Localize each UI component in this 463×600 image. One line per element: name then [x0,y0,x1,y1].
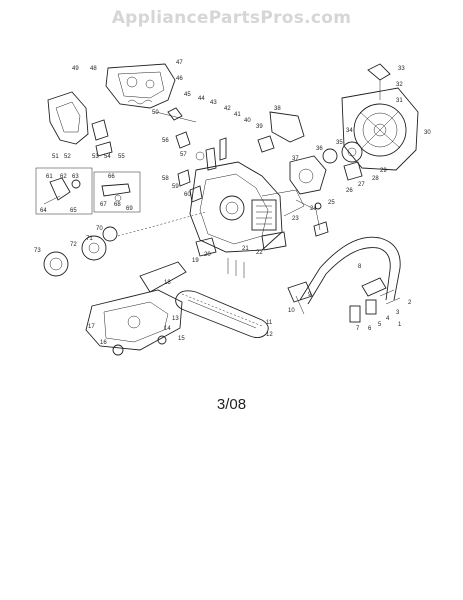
label-part-48: 48 [90,66,97,72]
label-part-53: 53 [92,154,99,160]
av-mount-parts [349,277,401,323]
label-part-59: 59 [172,184,179,190]
revision-date: 3/08 [216,396,247,413]
label-part-35: 35 [336,140,343,146]
label-part-49: 49 [72,66,79,72]
label-part-16: 16 [100,340,107,346]
label-part-23: 23 [292,216,299,222]
label-part-11: 11 [266,320,273,326]
label-part-33: 33 [398,66,405,72]
label-part-65: 65 [70,208,77,214]
fuel-parts [295,199,329,237]
front-handle [287,236,401,315]
label-part-1: 1 [398,322,402,328]
handle-cover-assembly [105,63,176,109]
label-part-26: 26 [346,188,353,194]
label-part-21: 21 [242,246,249,252]
label-part-14: 14 [164,326,171,332]
label-part-30: 30 [424,130,431,136]
label-part-71: 71 [86,236,93,242]
label-part-45: 45 [184,92,191,98]
label-part-70: 70 [96,226,103,232]
label-part-36: 36 [316,146,323,152]
cylinder-parts [257,111,327,195]
label-part-34: 34 [346,128,353,134]
label-part-13: 13 [172,316,179,322]
label-part-52: 52 [64,154,71,160]
guide-bar [175,290,269,339]
label-part-37: 37 [292,156,299,162]
label-part-32: 32 [396,82,403,88]
label-part-7: 7 [356,326,360,332]
label-part-41: 41 [234,112,241,118]
engine-block [189,137,305,253]
label-part-43: 43 [210,100,217,106]
mounting-plate [195,231,287,278]
label-part-60: 60 [184,192,191,198]
rear-handle [47,91,113,157]
label-part-73: 73 [34,248,41,254]
label-part-29: 29 [380,168,387,174]
label-part-24: 24 [310,206,317,212]
label-part-3: 3 [396,310,400,316]
label-part-51: 51 [52,154,59,160]
part-labels: 1 2 3 4 5 6 7 8 9 10 11 12 13 14 15 16 1… [34,60,431,346]
label-part-27: 27 [358,182,365,188]
label-part-61: 61 [46,174,53,180]
label-part-62: 62 [60,174,67,180]
label-part-5: 5 [378,322,382,328]
label-part-31: 31 [396,98,403,104]
label-part-42: 42 [224,106,231,112]
label-part-20: 20 [204,252,211,258]
label-part-64: 64 [40,208,47,214]
label-part-40: 40 [244,118,251,124]
label-part-66: 66 [108,174,115,180]
label-part-38: 38 [274,106,281,112]
label-part-12: 12 [266,332,273,338]
clutch-assembly [43,211,207,277]
spring-parts [127,99,197,123]
label-part-9: 9 [308,292,312,298]
label-part-46: 46 [176,76,183,82]
inset-box-throttle [35,167,93,215]
label-part-28: 28 [372,176,379,182]
inset-box-switch [93,171,141,213]
label-part-4: 4 [386,316,390,322]
label-part-57: 57 [180,152,187,158]
control-parts [175,131,205,203]
label-part-2: 2 [408,300,412,306]
watermark-text: AppliancePartsPros.com [111,8,352,28]
label-part-10: 10 [288,308,295,314]
label-part-55: 55 [118,154,125,160]
label-part-39: 39 [256,124,263,130]
label-part-17: 17 [88,324,95,330]
label-part-56: 56 [162,138,169,144]
label-part-68: 68 [114,202,121,208]
label-part-54: 54 [104,154,111,160]
label-part-19: 19 [192,258,199,264]
label-part-67: 67 [100,202,107,208]
label-part-15: 15 [178,336,185,342]
label-part-69: 69 [126,206,133,212]
starter-housing [322,63,419,181]
sprocket-cover [85,261,187,356]
label-part-18: 18 [164,280,171,286]
label-part-25: 25 [328,200,335,206]
label-part-8: 8 [358,264,362,270]
label-part-44: 44 [198,96,205,102]
label-part-50: 50 [152,110,159,116]
label-part-22: 22 [256,250,263,256]
label-part-58: 58 [162,176,169,182]
label-part-63: 63 [72,174,79,180]
label-part-6: 6 [368,326,372,332]
label-part-47: 47 [176,60,183,66]
label-part-72: 72 [70,242,77,248]
